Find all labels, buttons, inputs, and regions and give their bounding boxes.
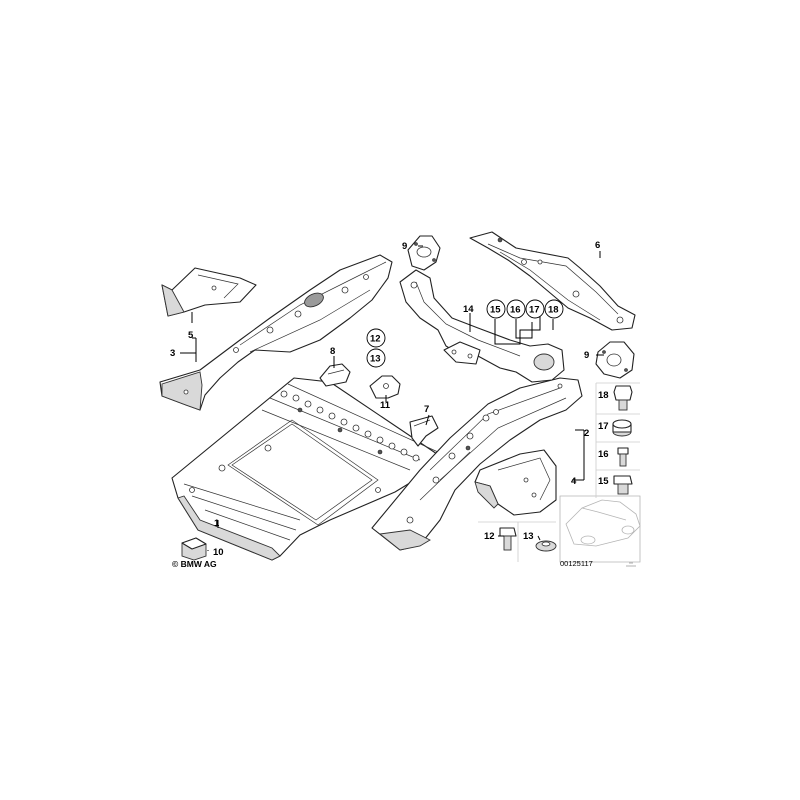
callout-13-circled: 13 — [370, 354, 381, 365]
callout-3: 3 — [170, 348, 175, 359]
side-member-part-2[interactable] — [371, 377, 583, 551]
vehicle-silhouette — [559, 495, 641, 563]
bolt-part-15[interactable] — [613, 475, 633, 495]
clip-part-7[interactable] — [409, 415, 439, 447]
strut-plate-part-9-right[interactable] — [595, 341, 635, 379]
callout-1: 1 — [214, 518, 220, 529]
callout-12: 12 — [484, 531, 495, 542]
fastener-frames — [478, 382, 640, 562]
bolt-part-18[interactable] — [613, 385, 633, 411]
callout-5: 5 — [188, 330, 194, 341]
bracket-part-5[interactable] — [161, 267, 257, 317]
footer-mark-icon — [626, 562, 636, 567]
floor-pan-part-1[interactable] — [171, 377, 441, 561]
callout-15-circled: 15 — [490, 305, 501, 316]
callout-2: 2 — [584, 428, 589, 439]
wheel-arch-part-4[interactable] — [474, 449, 557, 516]
callout-16: 16 — [598, 449, 609, 460]
callout-13: 13 — [523, 531, 534, 542]
callout-8: 8 — [330, 346, 335, 357]
spacer-part-17[interactable] — [612, 419, 632, 437]
callout-11: 11 — [380, 400, 391, 411]
diagram-id: 00125117 — [560, 559, 593, 568]
callout-18-circled: 18 — [548, 305, 559, 316]
bracket-part-11[interactable] — [369, 375, 401, 399]
bracket-part-8[interactable] — [319, 363, 351, 387]
callout-15: 15 — [598, 476, 609, 487]
side-member-part-3[interactable] — [159, 254, 393, 411]
callout-9-top: 9 — [402, 241, 407, 252]
callout-labels: 1 2 3 4 5 6 7 8 9 9 10 11 12 13 14 15 16… — [170, 240, 609, 558]
callout-17: 17 — [598, 421, 609, 432]
support-brace-part-14[interactable] — [399, 269, 565, 383]
callout-7: 7 — [424, 404, 429, 415]
cross-member-part-6[interactable] — [469, 231, 636, 331]
callout-10: 10 — [213, 547, 224, 558]
callout-9-right: 9 — [584, 350, 589, 361]
callout-18: 18 — [598, 390, 609, 401]
bolt-part-12[interactable] — [499, 527, 517, 551]
leader-lines — [180, 245, 604, 551]
callout-6: 6 — [595, 240, 600, 251]
callout-14: 14 — [463, 304, 474, 315]
plug-part-10[interactable] — [181, 537, 207, 561]
copyright-text: © BMW AG — [172, 559, 217, 569]
screw-part-16[interactable] — [617, 447, 629, 467]
strut-plate-part-9-top[interactable] — [407, 235, 441, 271]
callout-4: 4 — [571, 476, 577, 487]
callout-12-circled: 12 — [370, 334, 381, 345]
callout-17-circled: 17 — [529, 305, 540, 316]
washer-part-13[interactable] — [535, 540, 557, 552]
callout-16-circled: 16 — [510, 305, 521, 316]
